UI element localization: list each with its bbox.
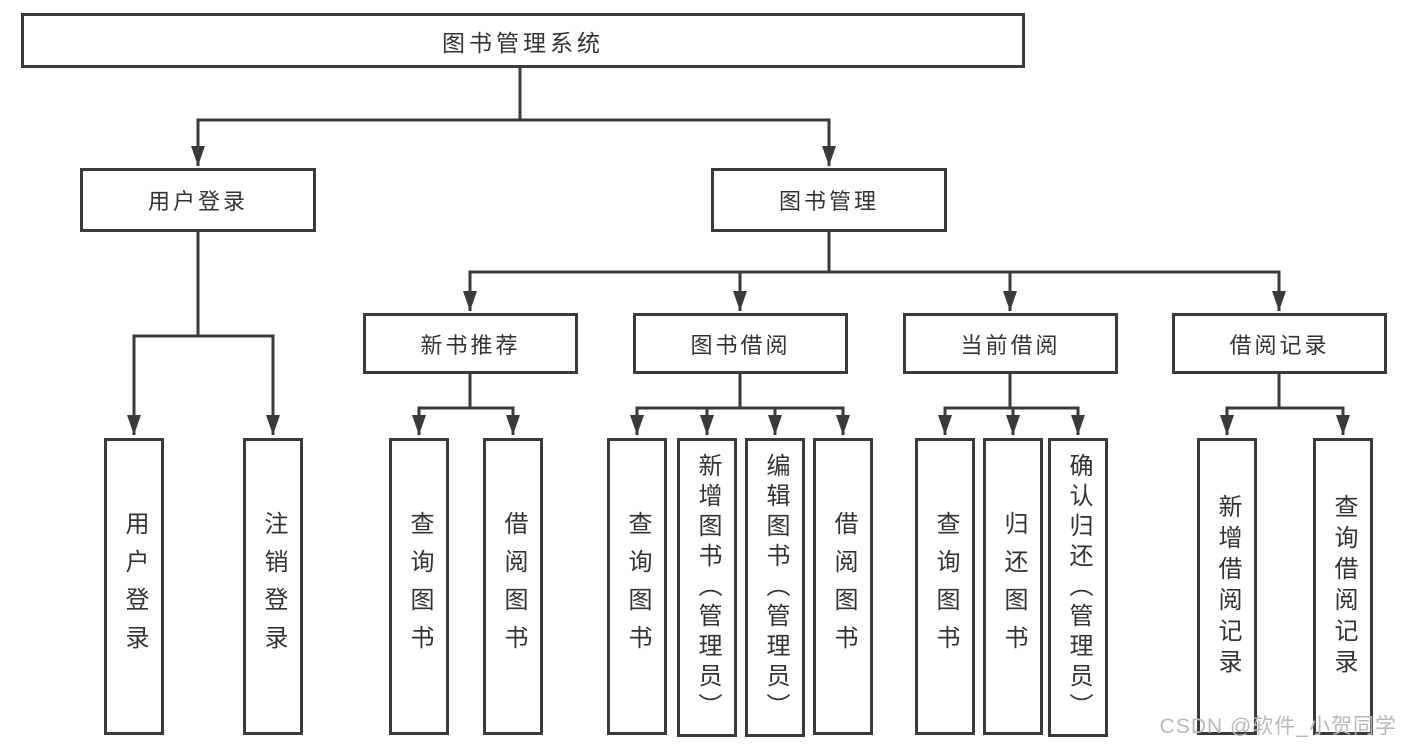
leaf-return-book: 归还图书 [983,438,1043,735]
node-borrow-records: 借阅记录 [1172,313,1387,374]
leaf-confirm-return-admin: 确认归还（管理员） [1048,438,1108,737]
node-user-login: 用户登录 [80,168,316,232]
leaf-user-login: 用户登录 [104,438,164,735]
leaf-borrow-books-recommend: 借阅图书 [483,438,543,735]
node-library-management-system: 图书管理系统 [21,13,1025,68]
node-book-management: 图书管理 [711,168,947,232]
leaf-borrow-books-2: 借阅图书 [813,438,873,735]
leaf-query-borrow-record: 查询借阅记录 [1313,438,1373,735]
node-new-book-recommend: 新书推荐 [363,313,578,374]
leaf-edit-book-admin: 编辑图书（管理员） [745,438,805,737]
leaf-query-books-borrow: 查询图书 [607,438,667,735]
leaf-add-borrow-record: 新增借阅记录 [1197,438,1257,735]
node-current-borrow: 当前借阅 [903,313,1118,374]
watermark: CSDN @软件_小贺同学 [1159,715,1397,738]
leaf-query-books-current: 查询图书 [915,438,975,735]
leaf-add-book-admin: 新增图书（管理员） [677,438,737,737]
leaf-query-books-recommend: 查询图书 [389,438,449,735]
leaf-logout: 注销登录 [243,438,303,735]
node-book-borrow: 图书借阅 [633,313,848,374]
